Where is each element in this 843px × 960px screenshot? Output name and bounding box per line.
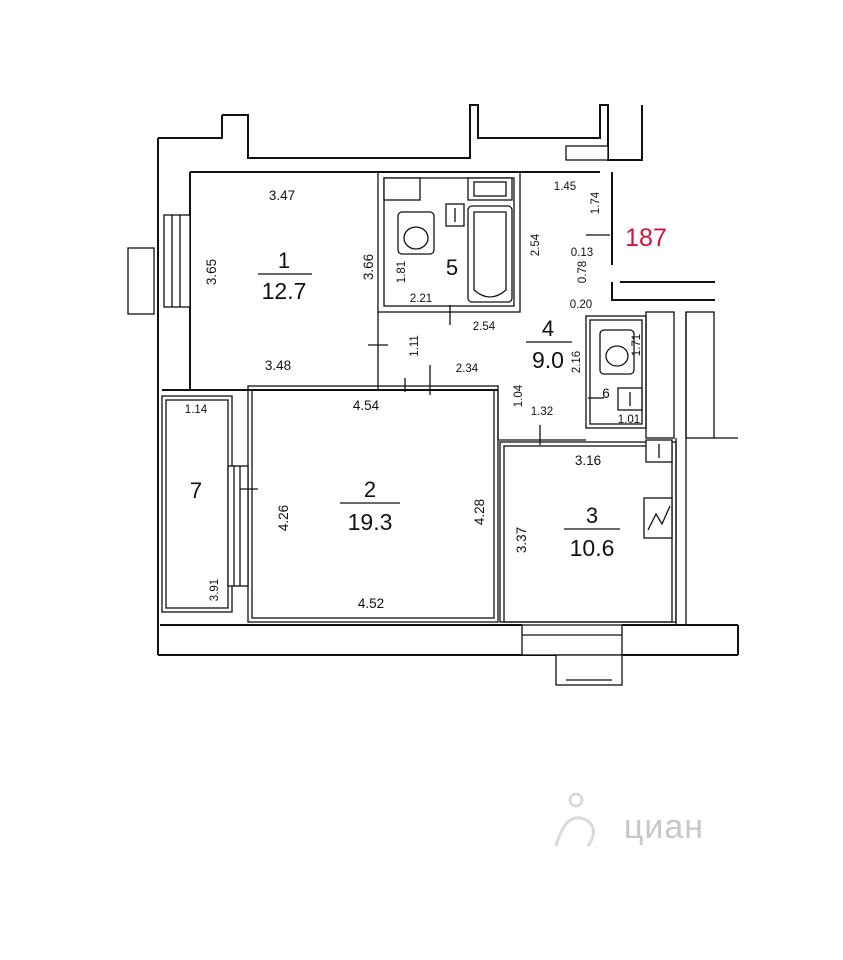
svg-text:0.13: 0.13 xyxy=(571,247,593,259)
svg-text:1.74: 1.74 xyxy=(590,191,602,214)
svg-text:3.16: 3.16 xyxy=(575,453,601,468)
room-6-label: 6 xyxy=(602,386,610,401)
svg-text:2: 2 xyxy=(364,477,376,502)
svg-text:1.14: 1.14 xyxy=(185,404,208,416)
svg-text:1.04: 1.04 xyxy=(513,384,525,407)
room-2-label: 2 19.3 xyxy=(340,477,400,535)
svg-text:4: 4 xyxy=(542,316,554,341)
svg-text:2.21: 2.21 xyxy=(410,293,432,305)
svg-text:2.34: 2.34 xyxy=(456,363,479,375)
svg-text:2.54: 2.54 xyxy=(473,321,496,333)
svg-text:0.78: 0.78 xyxy=(577,261,589,283)
svg-text:4.26: 4.26 xyxy=(276,505,291,531)
svg-text:3.47: 3.47 xyxy=(269,188,295,203)
svg-text:9.0: 9.0 xyxy=(532,347,564,373)
svg-text:1.32: 1.32 xyxy=(531,406,553,418)
svg-text:1.71: 1.71 xyxy=(631,334,643,356)
room-5-label: 5 xyxy=(446,255,458,280)
svg-text:12.7: 12.7 xyxy=(262,278,307,304)
window-room-1 xyxy=(127,214,191,315)
svg-text:4.54: 4.54 xyxy=(353,398,380,413)
door-marks xyxy=(240,234,610,490)
window-balcony xyxy=(227,145,623,686)
room-4-label: 4 9.0 xyxy=(526,316,572,373)
dimension-labels: 3.47 3.65 3.66 3.48 1.81 2.21 2.54 2.54 … xyxy=(185,181,643,611)
svg-text:1.11: 1.11 xyxy=(409,335,421,357)
room-3-label: 3 10.6 xyxy=(564,503,620,561)
svg-text:3.48: 3.48 xyxy=(265,358,291,373)
svg-text:3: 3 xyxy=(586,503,598,528)
svg-text:циан: циан xyxy=(624,808,704,846)
svg-text:4.28: 4.28 xyxy=(472,499,487,525)
watermark-logo-icon xyxy=(554,792,595,847)
watermark: циан xyxy=(554,792,704,847)
svg-text:3.37: 3.37 xyxy=(514,527,529,553)
svg-text:4.52: 4.52 xyxy=(358,596,384,611)
svg-text:1.01: 1.01 xyxy=(618,414,640,426)
svg-text:1: 1 xyxy=(278,248,290,273)
flat-number: 187 xyxy=(625,224,667,252)
svg-text:2.16: 2.16 xyxy=(571,351,583,373)
room-7-label: 7 xyxy=(190,478,202,503)
svg-text:0.20: 0.20 xyxy=(570,299,592,311)
svg-text:3.65: 3.65 xyxy=(204,259,219,285)
room-1-label: 1 12.7 xyxy=(258,248,312,304)
svg-text:19.3: 19.3 xyxy=(348,509,393,535)
svg-text:1.45: 1.45 xyxy=(554,181,576,193)
svg-text:3.91: 3.91 xyxy=(209,579,221,601)
bathroom-fixtures xyxy=(383,177,673,539)
interior-walls xyxy=(161,171,738,625)
svg-text:1.81: 1.81 xyxy=(396,261,408,283)
svg-text:10.6: 10.6 xyxy=(570,535,615,561)
svg-text:3.66: 3.66 xyxy=(361,254,376,280)
svg-text:2.54: 2.54 xyxy=(530,233,542,256)
